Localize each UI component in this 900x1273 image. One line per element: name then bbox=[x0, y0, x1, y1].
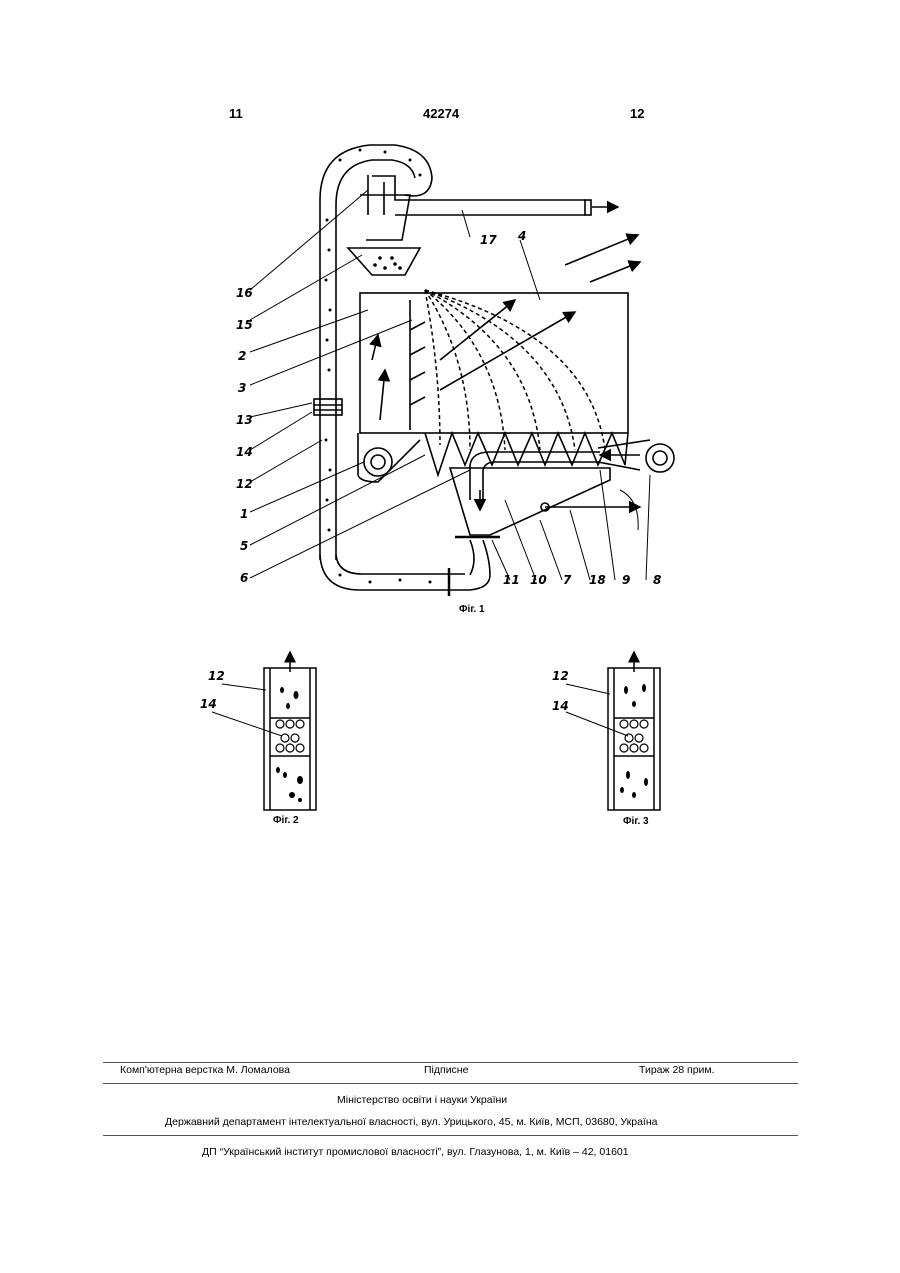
fig2-caption: Фіг. 2 bbox=[273, 815, 299, 826]
fig1-label: 5 bbox=[240, 539, 248, 553]
insert-element bbox=[314, 399, 342, 415]
fig1-label: 3 bbox=[238, 381, 246, 395]
circulation: Тираж 28 прим. bbox=[639, 1064, 715, 1076]
figure-1 bbox=[250, 145, 674, 596]
fig1-label: 8 bbox=[653, 573, 661, 587]
fig1-label: 17 bbox=[480, 233, 497, 247]
fig1-label: 1 bbox=[240, 507, 248, 521]
ministry: Міністерство освіти і науки України bbox=[337, 1094, 507, 1106]
hopper bbox=[348, 248, 420, 275]
figure-3 bbox=[566, 652, 660, 810]
fig1-caption: Фіг. 1 bbox=[459, 604, 485, 615]
signed-label: Підписне bbox=[424, 1064, 468, 1076]
figure-2 bbox=[212, 652, 316, 810]
fig1-label: 16 bbox=[236, 286, 253, 300]
fig1-label: 15 bbox=[236, 318, 253, 332]
fig1-label: 9 bbox=[622, 573, 630, 587]
fig1-label: 10 bbox=[530, 573, 547, 587]
footer-rule-top bbox=[103, 1062, 798, 1063]
fig3-labels: 12 14 bbox=[552, 669, 569, 713]
department-address: Державний департамент інтелектуальної вл… bbox=[165, 1116, 657, 1128]
patent-drawing: 16 15 2 3 13 14 12 1 5 6 11 10 7 18 9 8 … bbox=[0, 0, 900, 900]
institute-address: ДП “Український інститут промислової вла… bbox=[202, 1146, 629, 1158]
fig2-label: 12 bbox=[208, 669, 225, 683]
fig1-label: 4 bbox=[517, 229, 526, 243]
fig1-labels: 16 15 2 3 13 14 12 1 5 6 11 10 7 18 9 8 … bbox=[236, 229, 661, 587]
fig2-labels: 12 14 bbox=[200, 669, 225, 711]
fig1-label: 12 bbox=[236, 477, 253, 491]
fig1-label: 2 bbox=[238, 349, 246, 363]
fig1-label: 18 bbox=[589, 573, 606, 587]
fig1-label: 6 bbox=[240, 571, 248, 585]
fig2-label: 14 bbox=[200, 697, 217, 711]
fan-right bbox=[646, 444, 674, 472]
layout-credit: Комп'ютерна верстка М. Ломалова bbox=[120, 1064, 290, 1076]
footer-rule-middle bbox=[103, 1083, 798, 1084]
fig1-label: 13 bbox=[236, 413, 253, 427]
fig3-label: 12 bbox=[552, 669, 569, 683]
fig1-label: 14 bbox=[236, 445, 253, 459]
fig3-label: 14 bbox=[552, 699, 569, 713]
drying-chamber bbox=[360, 293, 628, 433]
fig1-label: 7 bbox=[563, 573, 572, 587]
return-pipe bbox=[320, 555, 490, 590]
fig1-label: 11 bbox=[503, 573, 520, 587]
fig3-caption: Фіг. 3 bbox=[623, 816, 649, 827]
footer-rule-bottom bbox=[103, 1135, 798, 1136]
